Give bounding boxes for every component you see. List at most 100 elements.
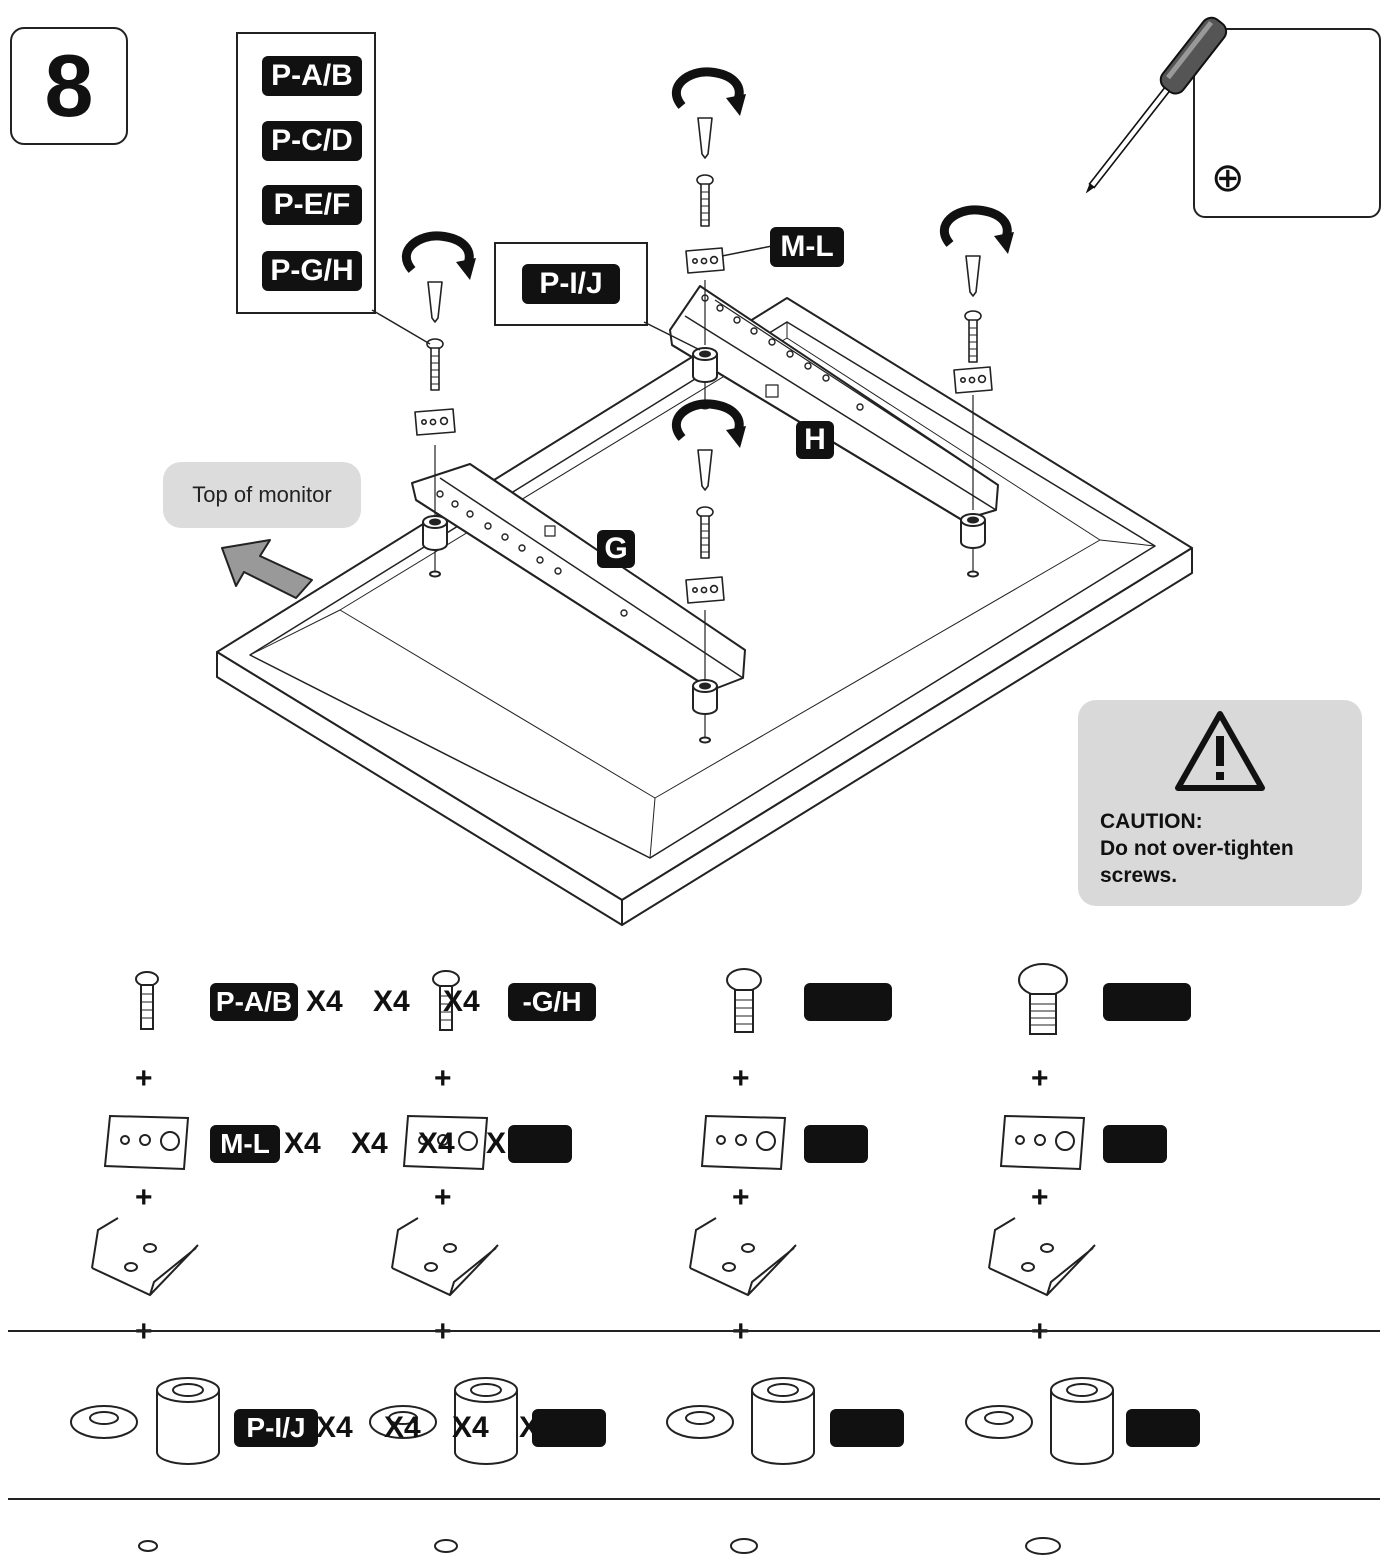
rotate-arrow-3 [671,67,744,109]
spacer-set-icon-4 [965,1377,1114,1465]
part-tag-redacted [508,1125,572,1163]
quantity-label: X4 [384,1411,421,1444]
part-tag-pgh: -G/H [508,983,596,1021]
quantity-label: X4 [351,1127,388,1160]
part-tag-redacted [1103,983,1191,1021]
rotate-arrow-1 [401,231,474,273]
spacer-parts-panel: P-I/J [494,242,648,326]
part-tag-ml: M-L [210,1125,280,1163]
part-tag-pgh: P-G/H [262,251,362,291]
channel-bracket-icon-2 [391,1217,499,1297]
monitor-right-edge [621,547,1193,926]
part-tag-pab: P-A/B [262,56,362,96]
quantity-label: X4 [373,985,410,1018]
part-tag-redacted [532,1409,606,1447]
part-tag-redacted [1126,1409,1200,1447]
quantity-label: X4 [306,985,343,1018]
channel-bracket-icon-3 [689,1217,797,1297]
caution-line-2: screws. [1100,864,1178,887]
plus-icon: + [732,1315,750,1349]
screw-small-2-icon [432,970,460,1031]
driver-tip-4 [965,255,981,297]
plus-icon: + [434,1315,452,1349]
plus-icon: + [1031,1062,1049,1095]
driver-tip-3 [697,117,713,159]
phillips-screwdriver-icon [1085,16,1228,194]
bracket-h-label: H [796,421,834,459]
warning-triangle-icon [1175,711,1265,791]
caution-box: CAUTION: Do not over-tighten screws. [1078,700,1362,906]
plus-icon: + [135,1181,153,1214]
quantity-label: X4 [418,1127,455,1160]
spacer-2 [692,679,718,715]
washer-plate-icon-2 [402,1114,489,1171]
plus-icon: + [434,1062,452,1095]
caution-line-1: Do not over-tighten [1100,837,1294,860]
spacer-1 [422,515,448,551]
driver-tip-2 [697,449,713,491]
plus-icon: + [135,1315,153,1349]
phillips-symbol-icon: ⊕ [1211,156,1245,200]
part-tag-redacted [1103,1125,1167,1163]
divider [8,1498,1380,1500]
rotate-arrow-2 [671,399,744,441]
screw-large-icon [1018,963,1068,1035]
quantity-label: X4 [316,1411,353,1444]
spacer-4 [960,513,986,549]
screw-parts-panel: P-A/B P-C/D P-E/F P-G/H [236,32,376,314]
washer-plate-icon-3 [700,1114,787,1171]
monitor-assembly-diagram [216,67,1193,926]
plus-icon: + [732,1062,750,1095]
spacer-set-icon-2 [369,1377,518,1465]
divider [8,1330,1380,1332]
part-tag-pij: P-I/J [234,1409,318,1447]
washer-plate-2 [685,576,725,604]
screw-2 [696,506,714,559]
parts-illustrations [70,963,1114,1555]
ring-icon-3 [730,1538,758,1554]
part-tag-pab: P-A/B [210,983,298,1021]
step-number: 8 [10,27,128,145]
bracket-g-label: G [597,530,635,568]
quantity-label: X [486,1127,507,1160]
quantity-label: X4 [284,1127,321,1160]
quantity-label: X4 [452,1411,489,1444]
quantity-label: X4 [443,985,480,1018]
part-tag-redacted [830,1409,904,1447]
ring-icon-2 [434,1539,458,1553]
caution-title: CAUTION: [1100,810,1203,833]
channel-bracket-icon-4 [988,1217,1096,1297]
plus-icon: + [135,1062,153,1095]
part-tag-pij: P-I/J [522,264,620,304]
screw-1 [426,338,444,391]
screw-small-icon [135,971,159,1030]
part-tag-pef: P-E/F [262,185,362,225]
tool-required-box: ⊕ [1085,16,1381,218]
spacer-set-icon-1 [70,1377,220,1465]
screw-3 [696,174,714,227]
part-tag-pcd: P-C/D [262,121,362,161]
rotate-arrow-4 [939,205,1012,247]
washer-plate-1 [414,408,456,436]
driver-tip-1 [427,281,443,323]
plus-icon: + [1031,1315,1049,1349]
top-direction-arrow [221,539,313,599]
part-tag-redacted [804,1125,868,1163]
channel-bracket-icon-1 [91,1217,199,1297]
washer-plate-4 [953,366,993,394]
plus-icon: + [434,1181,452,1214]
washer-plate-icon-1 [103,1114,190,1171]
washer-plate-icon-4 [999,1114,1086,1171]
top-of-monitor-label: Top of monitor [163,462,361,528]
ring-icon-1 [138,1540,158,1552]
screw-4 [964,310,982,363]
plus-icon: + [1031,1181,1049,1214]
washer-plate-3 [685,247,725,274]
spacer-set-icon-3 [666,1377,815,1465]
bracket-g [411,463,746,691]
plus-icon: + [732,1181,750,1214]
part-tag-redacted [804,983,892,1021]
spacer-3 [692,347,718,383]
ring-icon-4 [1025,1537,1061,1555]
washer-part-label: M-L [770,227,844,267]
